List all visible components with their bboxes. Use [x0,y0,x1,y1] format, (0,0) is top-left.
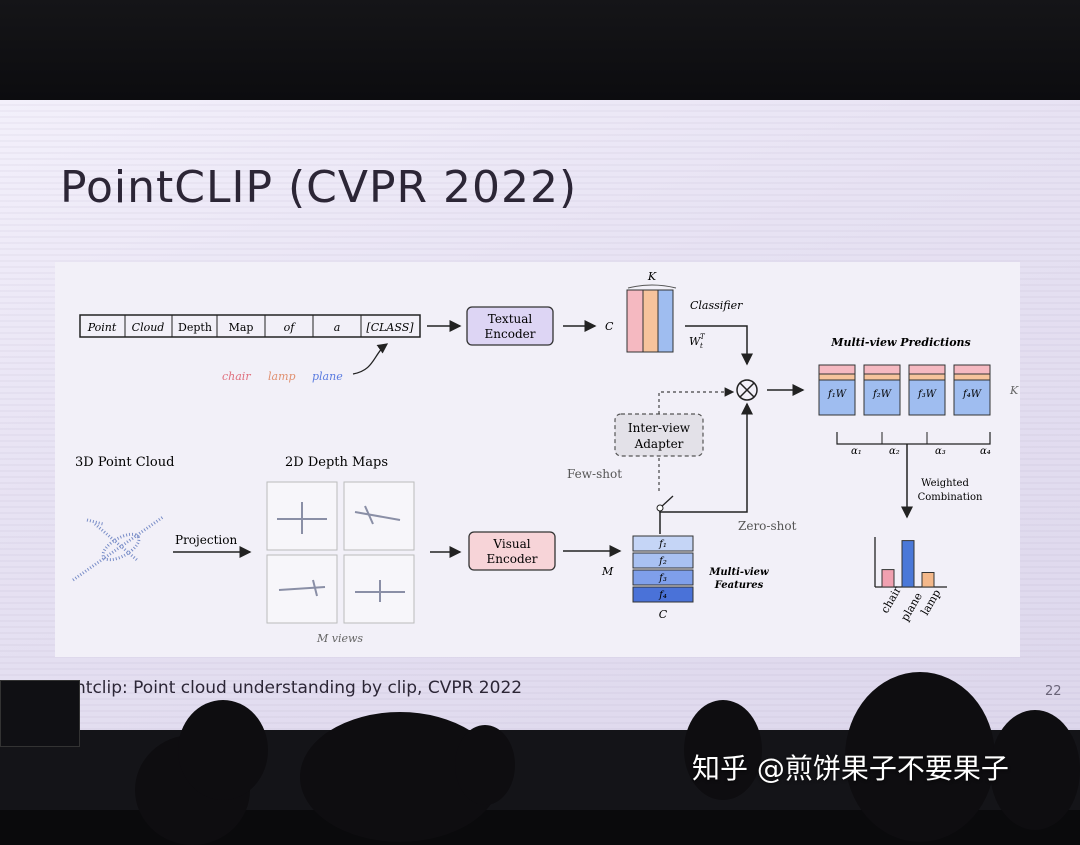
class-word-plane: plane [312,370,343,383]
watermark: 知乎 @煎饼果子不要果子 [692,752,1009,785]
m-views-label: M views [316,632,363,645]
classifier-label: Classifier [690,299,743,312]
interview-adapter-label: Inter-view [628,421,691,435]
prediction-label: f₂W [872,389,892,400]
feature-label: f₃ [658,573,667,584]
prompt-token: Point [87,321,117,334]
stage-monitor [0,680,80,747]
prompt-token-row: Point Cloud Depth Map of a [CLASS] [79,314,421,338]
m-label: M [601,565,614,578]
depth-map-grid [266,481,415,624]
prediction-label: f₄W [962,389,982,400]
interview-adapter-label: Adapter [634,437,684,451]
prediction-bar [901,540,915,588]
prediction-label: f₃W [917,389,937,400]
visual-encoder-label: Encoder [487,552,538,566]
classifier-weight: W [689,335,702,348]
multiview-features-label: Features [714,580,764,591]
prediction-blocks: f₁W f₂W f₃W f₄W [818,364,991,416]
k-label-right: K [1009,384,1019,397]
bar-category-label: chair [878,584,904,616]
prompt-token: Cloud [132,321,165,334]
airplane-point-cloud [72,515,164,582]
class-insert-arrow [352,343,389,375]
textual-encoder-label: Textual [488,312,533,326]
zero-shot-label: Zero-shot [738,519,797,533]
c-label: C [605,320,614,333]
feature-label: f₂ [658,556,667,567]
adapter-to-product-arrow [658,387,735,414]
page-number: 22 [1045,684,1062,699]
prediction-label: f₁W [827,389,847,400]
few-shot-label: Few-shot [567,467,622,481]
final-prediction-chart: chair plane lamp [874,537,947,624]
presentation-slide: PointCLIP (CVPR 2022) Point Cloud Depth [0,100,1080,730]
class-word-lamp: lamp [268,370,296,383]
visual-encoder-label: Visual [492,537,530,551]
switch-pivot [656,504,664,512]
classifier-matrix: K C [605,270,677,353]
projection-label: Projection [175,533,237,547]
slide-title: PointCLIP (CVPR 2022) [60,162,578,213]
alpha-weights: α₁ α₂ α₃ α₄ [836,432,991,457]
depth-maps-label: 2D Depth Maps [285,455,388,470]
multiview-predictions-label: Multi-view Predictions [830,336,970,349]
citation: ntclip: Point cloud understanding by cli… [75,678,523,698]
prediction-bar [921,572,935,588]
prompt-token: a [334,321,341,334]
c-label-bottom: C [659,608,668,621]
multiview-features-label: Multi-view [708,567,769,578]
prompt-token: Map [229,321,254,334]
audience-head [684,700,762,800]
classifier-weight-sup: T [700,333,706,341]
alpha-label: α₂ [889,446,900,457]
prediction-bar [881,569,895,588]
feature-label: f₁ [658,539,667,550]
bar-category-label: lamp [918,587,943,617]
visual-encoder-box [468,531,556,571]
classifier-weight-sub: t [700,342,703,350]
product-operator [736,379,758,401]
feature-stack: f₁ f₂ f₃ f₄ [632,535,694,603]
alpha-label: α₄ [980,446,991,457]
prompt-token: Depth [178,321,212,334]
point-cloud-label: 3D Point Cloud [75,455,174,470]
prompt-token: of [284,321,297,334]
feature-label: f₄ [658,590,667,601]
prompt-token: [CLASS] [366,321,414,334]
audience-head [178,700,268,800]
k-label: K [647,270,657,283]
arrow-classifier-to-product [685,325,753,366]
textual-encoder-label: Encoder [485,327,536,341]
ceiling [0,0,1080,100]
audience-head [455,725,515,805]
class-word-chair: chair [222,370,251,383]
weighted-combination-label: Combination [918,492,983,503]
pointclip-figure: Point Cloud Depth Map of a [CLASS] chair… [55,262,1020,657]
pointclip-diagram: Point Cloud Depth Map of a [CLASS] chair… [72,270,1019,645]
alpha-label: α₃ [935,446,946,457]
weighted-combination-label: Weighted [921,478,969,489]
textual-encoder-box [466,306,554,346]
alpha-label: α₁ [851,446,862,457]
